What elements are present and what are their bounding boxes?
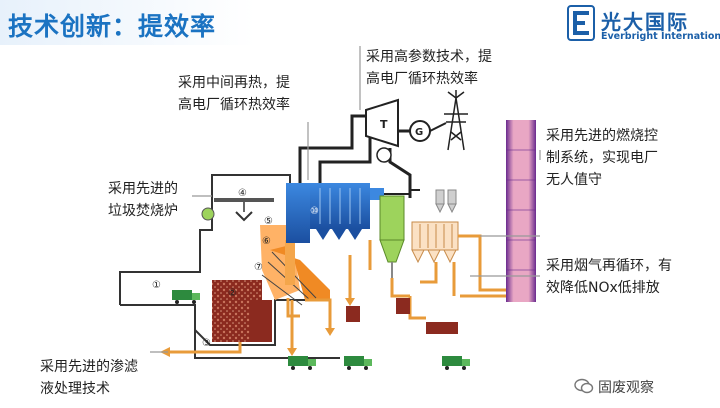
furnace-grate (260, 225, 330, 306)
everbright-logo-icon (567, 5, 595, 41)
annotation-reheat: 采用中间再热，提 高电厂循环热效率 (178, 75, 290, 113)
orange-flow-pipes (170, 234, 506, 354)
marker-1: ① (152, 280, 161, 291)
marker-4: ④ (238, 188, 247, 199)
wechat-icon (574, 378, 594, 394)
callout-lines (150, 46, 541, 353)
truck-icon (442, 356, 470, 370)
reagent-silos (435, 189, 457, 214)
title-background (0, 0, 255, 45)
marker-5: ⑤ (264, 216, 273, 227)
chimney-stack (506, 120, 536, 302)
boiler (286, 183, 384, 243)
flow-arrows (160, 298, 355, 357)
crane-icon (214, 198, 274, 222)
fan-icon (201, 207, 215, 221)
marker-2: ② (228, 288, 237, 299)
watermark-text: 固废观察 (598, 380, 654, 396)
marker-7: ⑦ (254, 262, 263, 273)
page-title: 技术创新：提效率 (8, 12, 217, 41)
annotation-flue-gas: 采用烟气再循环，有 效降低NOx低排放 (546, 258, 672, 296)
condenser (376, 147, 392, 163)
logo-name-cn: 光大国际 (601, 10, 689, 34)
annotation-leachate: 采用先进的渗滤 液处理技术 (40, 359, 138, 397)
marker-10: ⑩ (310, 206, 319, 217)
truck-icon (172, 290, 200, 304)
ash-containers (346, 298, 458, 334)
turbine: T (365, 98, 399, 148)
marker-6: ⑥ (262, 236, 271, 247)
truck-icon (344, 356, 372, 370)
bag-filter (411, 221, 459, 264)
marker-3: ③ (202, 338, 211, 349)
annotation-high-params: 采用高参数技术，提 高电厂循环热效率 (366, 49, 492, 87)
annotation-combustion-control: 采用先进的燃烧控 制系统，实现电厂 无人值守 (546, 128, 658, 188)
truck-icons (172, 290, 470, 370)
waste-pit (212, 280, 272, 342)
reaction-tower (379, 195, 405, 278)
annotation-incinerator: 采用先进的 垃圾焚烧炉 (108, 181, 178, 219)
truck-icon (288, 356, 316, 370)
svg-text:T: T (380, 118, 388, 131)
transmission-tower-icon (444, 90, 468, 151)
svg-text:G: G (415, 127, 423, 138)
flue-duct (384, 189, 420, 195)
generator: G (409, 120, 447, 142)
logo-name-en: Everbright International (601, 31, 720, 42)
